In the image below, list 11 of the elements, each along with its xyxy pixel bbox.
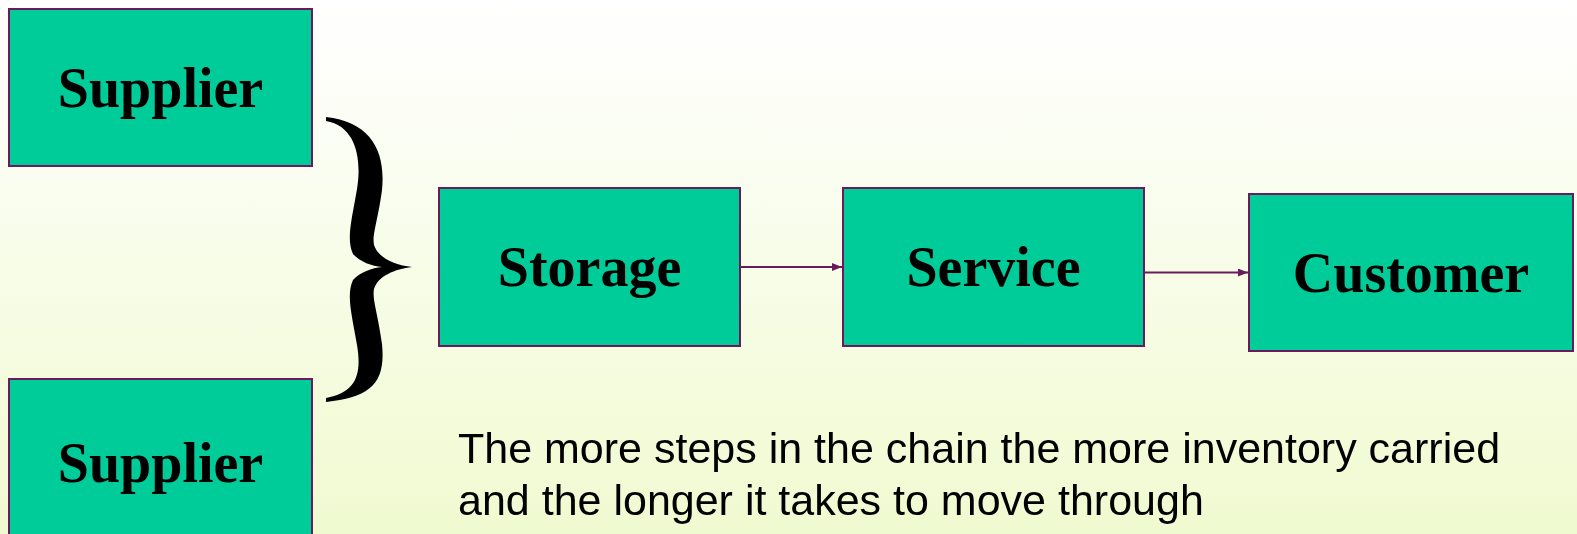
process-box: [8, 8, 313, 167]
arrow: [740, 263, 843, 271]
note-text: The more steps in the chain the more inventory carried and the longer it takes to move through: [458, 423, 1502, 526]
process-box: [8, 378, 313, 534]
curly-brace: [326, 117, 412, 402]
box-label: Customer: [1292, 244, 1530, 301]
process-box: [438, 187, 741, 347]
process-box: [842, 187, 1145, 347]
process-box: [1248, 193, 1574, 352]
arrow: [1144, 268, 1249, 277]
box-label: Service: [906, 239, 1081, 295]
